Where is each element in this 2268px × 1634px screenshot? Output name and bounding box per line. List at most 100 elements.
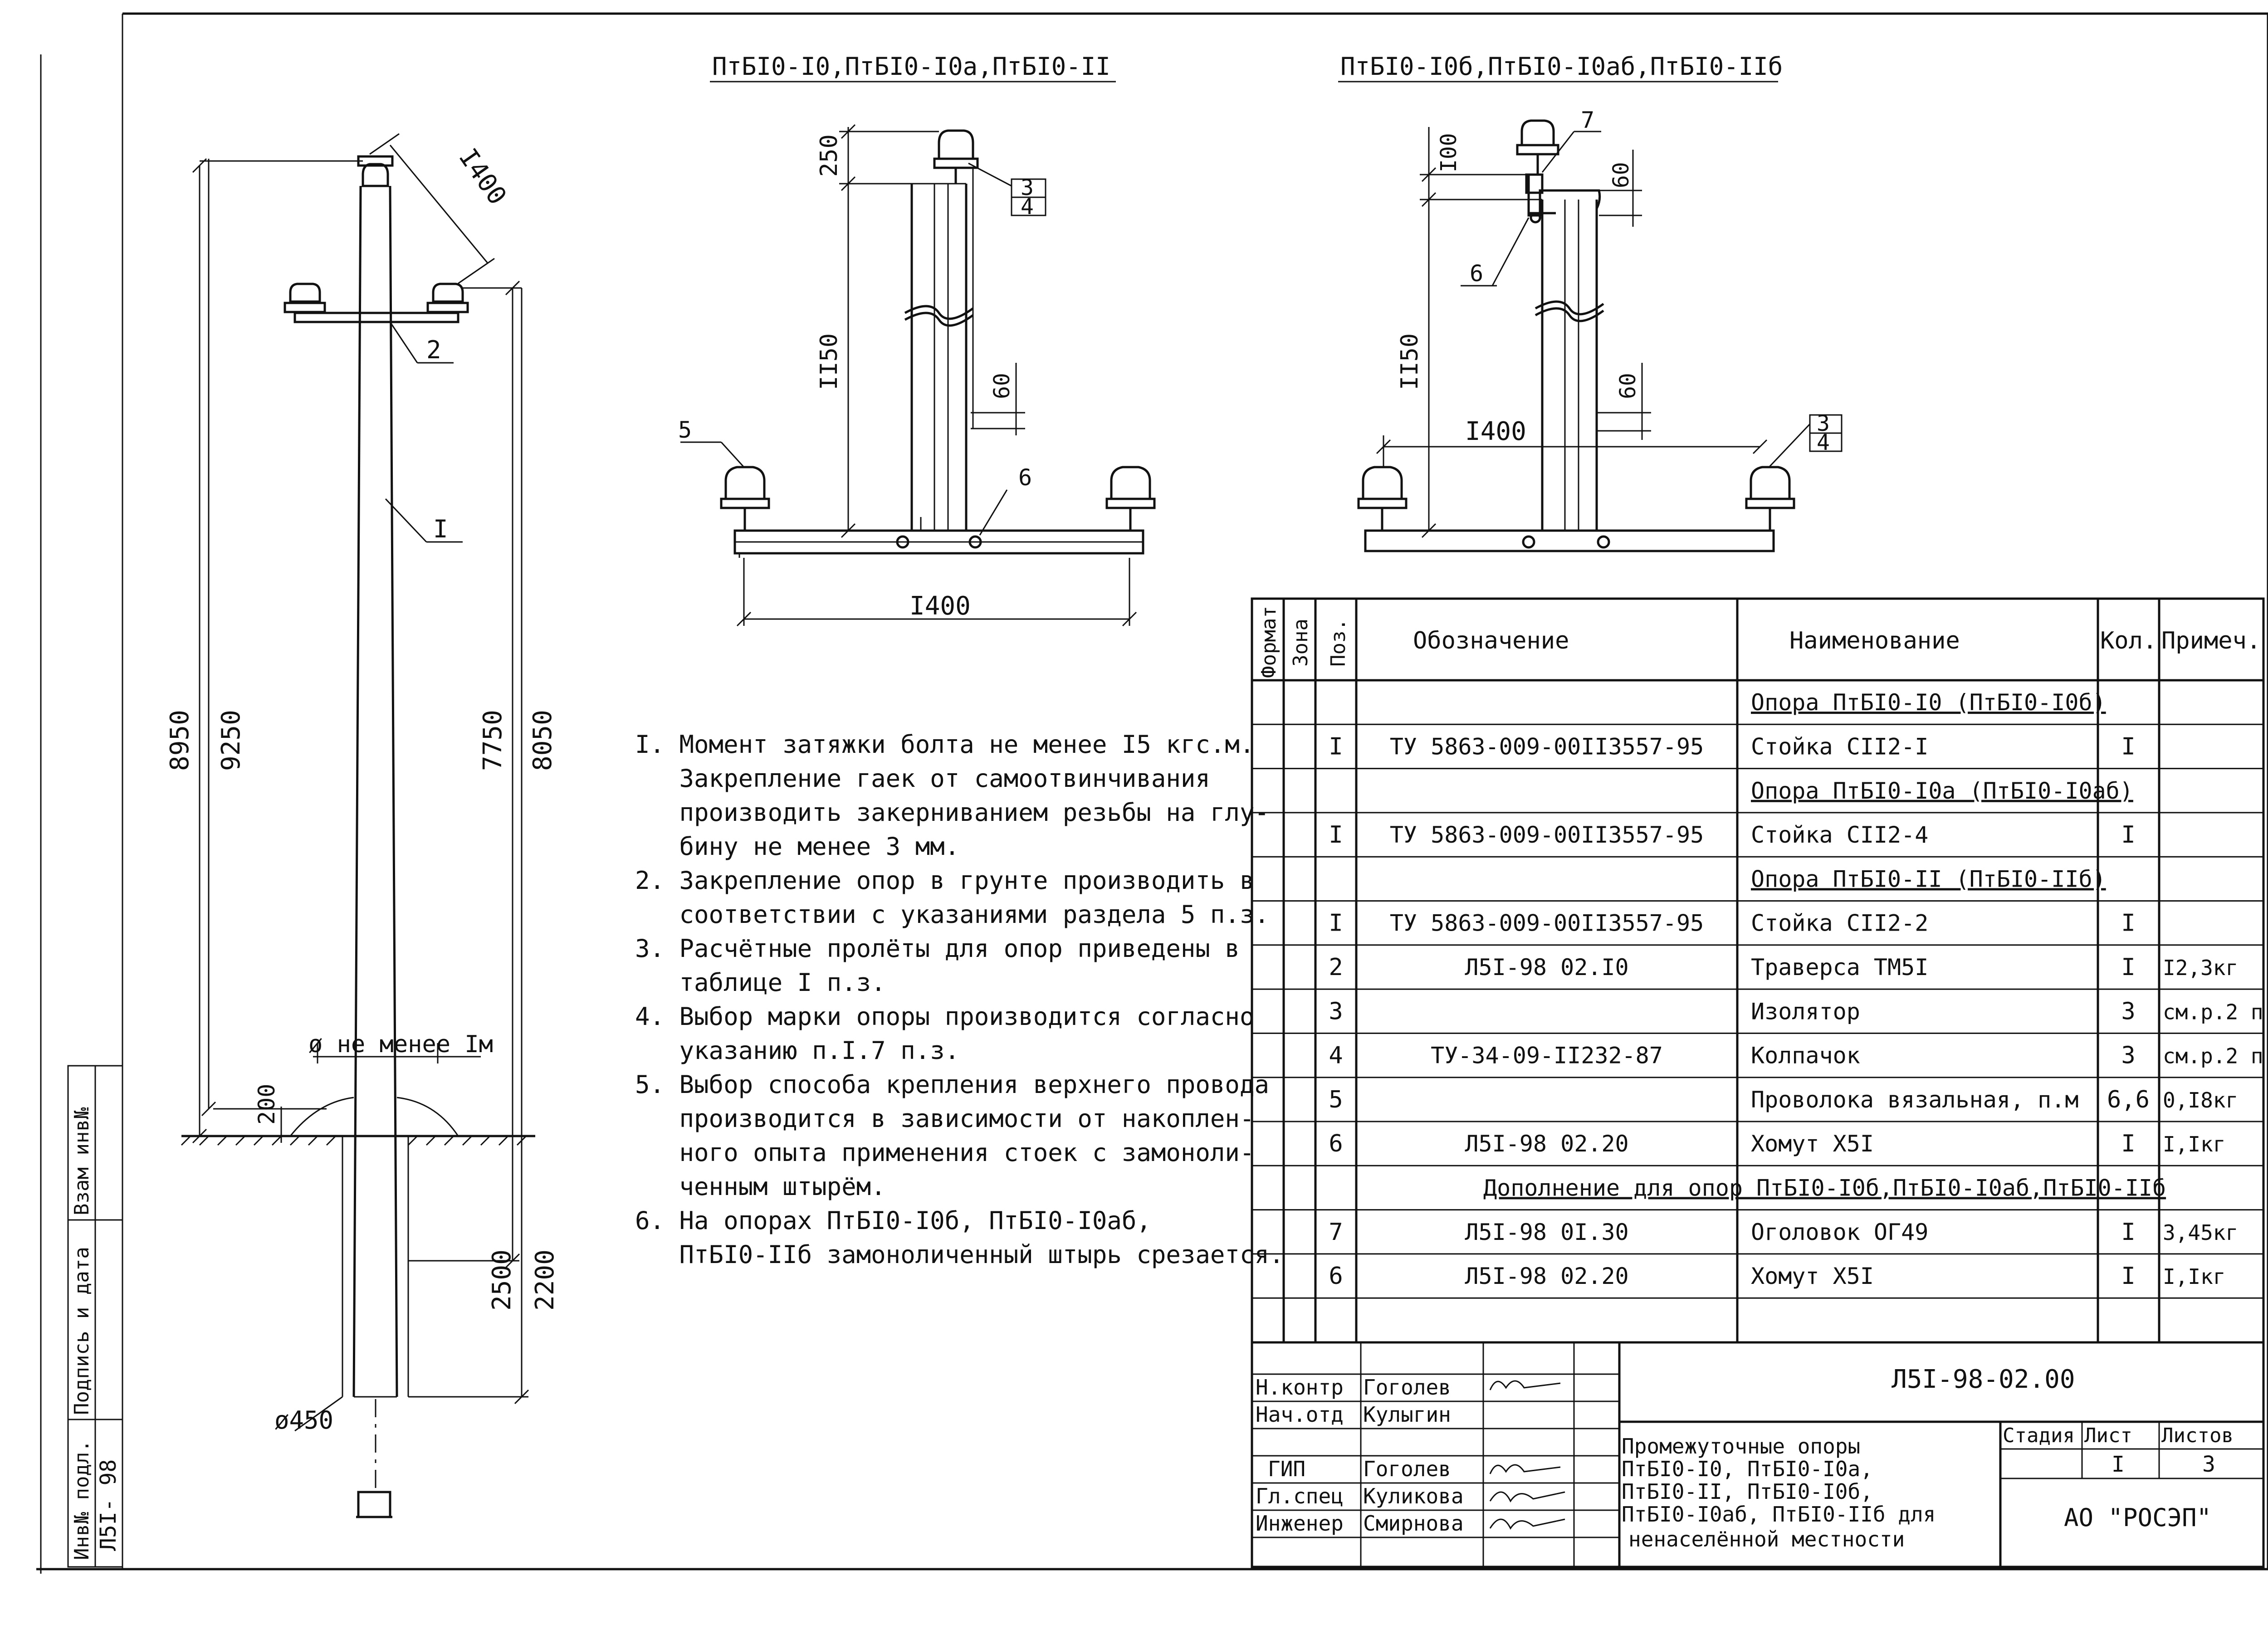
view-b-pos-4: 4 — [1817, 430, 1830, 455]
spec-cell-oboz: ТУ 5863-009-00II3557-95 — [1390, 822, 1704, 848]
spec-cell-oboz: ТУ-34-09-II232-87 — [1431, 1043, 1663, 1069]
title-name-2: Кулыгин — [1363, 1402, 1451, 1427]
spec-cell-naim: Дополнение для опор ПтБI0-I0б,ПтБI0-I0аб… — [1483, 1175, 2166, 1201]
spec-cell-kol: I — [2121, 954, 2135, 981]
note-line: 2. Закрепление опор в грунте производить… — [635, 866, 1254, 895]
spec-cell-kol: I — [2121, 910, 2135, 937]
note-line: производится в зависимости от накоплен- — [635, 1104, 1254, 1133]
spec-rows: Опора ПтБI0-I0 (ПтБI0-I0б) I ТУ 5863-009-0… — [1252, 689, 2268, 1343]
view-b-pos-6: 6 — [1470, 260, 1483, 287]
title-listov-value: 3 — [2202, 1452, 2215, 1477]
note-line: таблице I п.з. — [635, 968, 886, 997]
title-name-3: Гоголев — [1363, 1457, 1451, 1481]
spec-header-naim: Наименование — [1789, 627, 1960, 654]
view-b-dim-1150: II50 — [1396, 333, 1423, 390]
spec-header-format: Формат — [1257, 606, 1281, 678]
spec-cell-prim: 3,45кг — [2163, 1220, 2238, 1245]
title-line-3: ПтБI0-II, ПтБI0-I0б, — [1622, 1479, 1873, 1504]
spec-cell-naim: Оголовок ОГ49 — [1751, 1219, 1928, 1245]
pos-label-2: 2 — [426, 336, 441, 364]
spec-cell-kol: 3 — [2121, 998, 2135, 1025]
note-line: 6. На опорах ПтБI0-I0б, ПтБI0-I0аб, — [635, 1206, 1151, 1235]
spec-cell-poz: 3 — [1329, 998, 1343, 1025]
spec-cell-naim: Стойка СII2-4 — [1751, 822, 1928, 848]
spec-cell-poz: I — [1329, 910, 1343, 937]
note-line: 4. Выбор марки опоры производится соглас… — [635, 1002, 1254, 1031]
spec-cell-kol: 3 — [2121, 1042, 2135, 1069]
view-a-pos-5: 5 — [678, 417, 692, 443]
title-org: АО "РОСЭП" — [2064, 1503, 2211, 1532]
spec-cell-poz: 7 — [1329, 1219, 1343, 1246]
title-role-5: Инженер — [1256, 1511, 1344, 1536]
view-a-dim-1400: I400 — [909, 591, 971, 621]
spec-cell-oboz: Л5I-98 02.I0 — [1465, 954, 1628, 980]
note-line: бину не менее 3 мм. — [635, 832, 959, 861]
spec-cell-poz: I — [1329, 733, 1343, 760]
view-a-pos-4: 4 — [1021, 194, 1034, 219]
pos-label-1: I — [433, 515, 448, 543]
note-line: указанию п.I.7 п.з. — [635, 1036, 959, 1065]
dim-9250: 9250 — [216, 710, 246, 771]
side-stamp: Взам инв№ Подпись и дата Инв№ подл. Л5I-… — [67, 1065, 123, 1568]
title-list-value: I — [2112, 1452, 2125, 1477]
view-b-dim-1400: I400 — [1465, 417, 1526, 446]
dim-8950: 8950 — [165, 710, 195, 771]
spec-header-prim: Примеч. — [2161, 627, 2261, 654]
spec-cell-naim: Опора ПтБI0-I0 (ПтБI0-I0б) — [1751, 689, 2106, 716]
spec-cell-poz: 6 — [1329, 1263, 1343, 1290]
spec-cell-naim: Опора ПтБI0-I0а (ПтБI0-I0аб) — [1751, 778, 2133, 804]
dim-phi-not-less: ø не менее Iм — [308, 1031, 493, 1058]
note-line: соответствии с указаниями раздела 5 п.з. — [635, 900, 1269, 929]
spec-cell-kol: I — [2121, 1263, 2135, 1290]
dim-2200: 2200 — [530, 1249, 560, 1311]
signature-mark — [1489, 1380, 1561, 1390]
dim-200: 200 — [254, 1084, 280, 1125]
spec-cell-prim: см.р.2 п.з. — [2163, 1000, 2268, 1024]
spec-cell-kol: I — [2121, 733, 2135, 760]
title-block: Л5I-98-02.00 Н.контр Нач.отд ГИП Гл.спец… — [1251, 1341, 2265, 1568]
title-listov-label: Листов — [2161, 1424, 2234, 1447]
spec-cell-prim: I,Iкг — [2163, 1132, 2225, 1156]
view-a-pos-3: 3 — [1021, 175, 1034, 200]
view-a-pos-6: 6 — [1018, 464, 1032, 491]
spec-cell-kol: I — [2121, 1219, 2135, 1246]
spec-table: Формат Зона Поз. Обозначение Наименовани… — [1251, 597, 2268, 1344]
spec-cell-poz: 4 — [1329, 1042, 1343, 1069]
title-stadia-label: Стадия — [2003, 1424, 2075, 1447]
dim-phi450: ø450 — [274, 1406, 333, 1434]
spec-header-oboz: Обозначение — [1413, 627, 1569, 654]
view-b-title: ПтБI0-I0б,ПтБI0-I0аб,ПтБI0-IIб — [1340, 52, 1783, 81]
spec-header-kol: Кол. — [2100, 627, 2157, 654]
spec-cell-naim: Стойка СII2-2 — [1751, 910, 1928, 937]
spec-header-poz: Поз. — [1327, 619, 1350, 667]
view-a-dim-1150: II50 — [816, 333, 843, 390]
sheet-border — [36, 12, 2268, 1574]
title-code: Л5I-98-02.00 — [1892, 1365, 2075, 1394]
spec-cell-naim: Хомут Х5I — [1751, 1263, 1874, 1289]
note-line: Закрепление гаек от самоотвинчивания — [635, 764, 1210, 793]
pole-elevation: 8950 9250 200 7750 8050 2500 2200 I400 ø… — [165, 133, 560, 1518]
view-b-dim-100: I00 — [1436, 133, 1461, 172]
spec-cell-naim: Стойка СII2-I — [1751, 733, 1928, 760]
spec-header-zona: Зона — [1289, 619, 1312, 667]
title-role-1: Н.контр — [1256, 1375, 1344, 1400]
notes-block: I. Момент затяжки болта не менее I5 кгс.… — [635, 730, 1284, 1269]
view-a-title: ПтБI0-I0,ПтБI0-I0а,ПтБI0-II — [712, 52, 1110, 81]
side-stamp-inv: Инв№ подл. — [70, 1440, 93, 1560]
spec-cell-poz: 2 — [1329, 954, 1343, 981]
view-a: ПтБI0-I0,ПтБI0-I0а,ПтБI0-II — [678, 52, 1156, 627]
spec-cell-prim: см.р.2 п.з. — [2163, 1044, 2268, 1068]
spec-cell-naim: Траверса ТМ5I — [1751, 954, 1928, 980]
view-a-dim-60: 60 — [989, 373, 1015, 399]
spec-cell-kol: I — [2121, 1130, 2135, 1157]
spec-cell-prim: I2,3кг — [2163, 956, 2238, 980]
view-b-pos-7: 7 — [1581, 107, 1594, 133]
signature-mark — [1489, 1464, 1561, 1474]
title-role-4: Гл.спец — [1256, 1484, 1344, 1508]
spec-cell-poz: 5 — [1329, 1086, 1343, 1113]
view-b-dim-60-mid: 60 — [1615, 373, 1641, 399]
note-line: ного опыта применения стоек с замоноли- — [635, 1138, 1254, 1167]
dim-2500: 2500 — [487, 1249, 517, 1311]
note-line: ченным штырём. — [635, 1172, 886, 1201]
